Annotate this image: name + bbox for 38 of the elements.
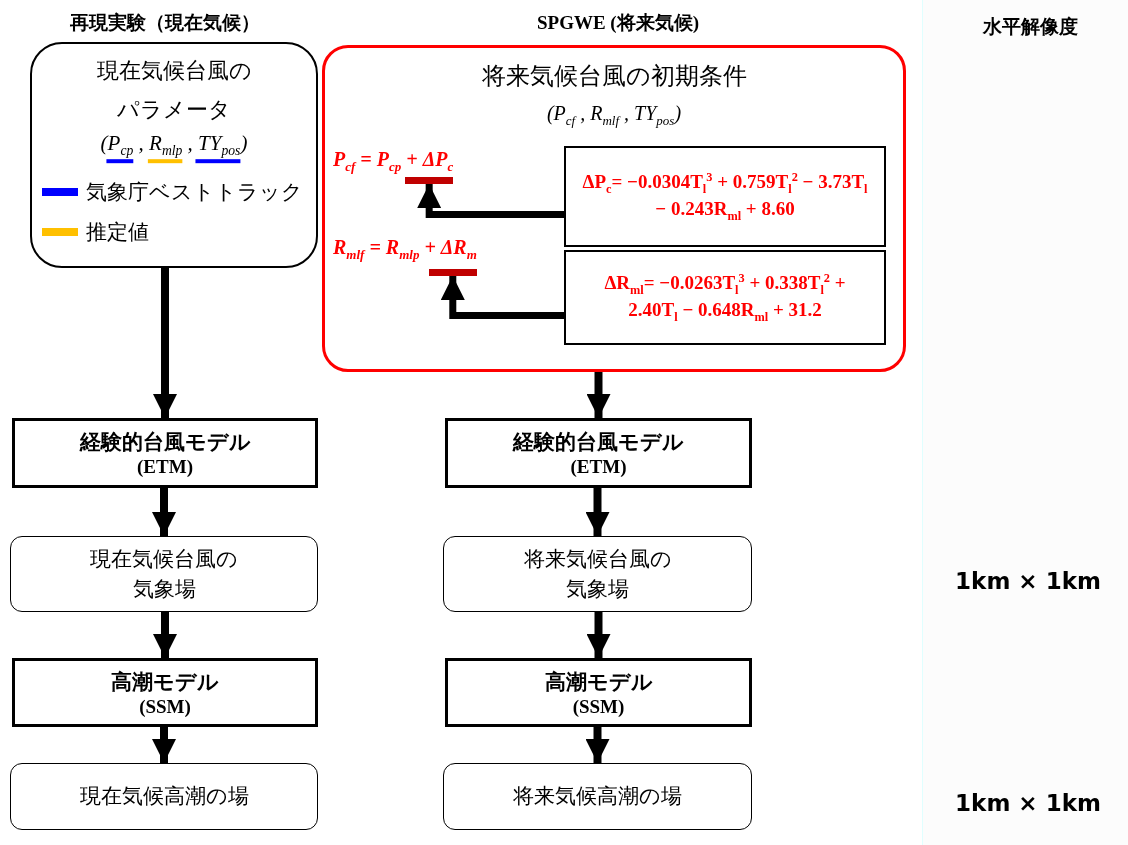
box-title: 将来気候台風の初期条件 xyxy=(481,61,747,92)
rounded-box xyxy=(322,45,906,372)
model-abbreviation: (SSM) xyxy=(139,695,191,718)
rounded-box xyxy=(443,536,752,612)
model-box xyxy=(445,658,752,727)
equation-text: P$_{cf}$ = P$_{cp}$ + ΔP$_{c}$ xyxy=(333,148,454,175)
model-name: 経験的台風モデル xyxy=(513,429,684,456)
model-box xyxy=(12,658,318,727)
model-abbreviation: (ETM) xyxy=(570,456,627,478)
model-name: 経験的台風モデル xyxy=(79,429,251,456)
rounded-box xyxy=(10,536,318,612)
formula-box xyxy=(564,250,886,345)
rounded-box xyxy=(443,763,752,830)
column-heading: SPGWE (将来気候) xyxy=(537,11,699,35)
legend-text: 気象庁ベストトラック xyxy=(86,179,303,206)
parameter-formula: (P$_{cf}$ , R$_{mlf}$ , TY$_{pos}$) xyxy=(546,102,682,129)
model-box xyxy=(445,418,752,488)
formula-box xyxy=(564,146,886,247)
rounded-box xyxy=(10,763,318,830)
column-heading: 水平解像度 xyxy=(982,14,1078,39)
model-abbreviation: (ETM) xyxy=(137,456,193,478)
model-name: 高潮モデル xyxy=(111,668,219,696)
model-name: 高潮モデル xyxy=(544,668,653,696)
model-box xyxy=(12,418,318,488)
box-text: 現在気候台風の気象場 xyxy=(89,545,239,603)
column-heading: 再現実験（現在気候） xyxy=(70,10,260,35)
box-text: 将来気候台風の気象場 xyxy=(522,545,673,603)
resolution-value: 1km × 1km xyxy=(955,568,1101,594)
formula-text: ΔR$_{ml}$= −0.0263T$_{l}$$^{3}$ + 0.338T$_{l}$$^{2}$ + 2.40T$_{l}$ − 0.648R$_{ml}$ + 31.2 xyxy=(603,270,847,325)
legend-text: 推定値 xyxy=(86,219,149,246)
formula-text: ΔP$_{c}$= −0.0304T$_{l}$$^{3}$ + 0.759T$_{l}$$^{2}$ − 3.73T$_{l}$ − 0.243R$_{ml}$ + 8.60 xyxy=(581,169,869,224)
box-title: 現在気候台風のパラメータ xyxy=(95,57,253,124)
box-text: 現在気候高潮の場 xyxy=(78,783,250,811)
parameter-formula: (P$_{cp}$ , R$_{mlp}$ , TY$_{pos}$) xyxy=(100,131,248,160)
model-abbreviation: (SSM) xyxy=(572,695,625,718)
box-text: 将来気候高潮の場 xyxy=(512,783,683,811)
resolution-value: 1km × 1km xyxy=(955,790,1101,816)
equation-text: R$_{mlf}$ = R$_{mlp}$ + ΔR$_{m}$ xyxy=(333,236,477,263)
